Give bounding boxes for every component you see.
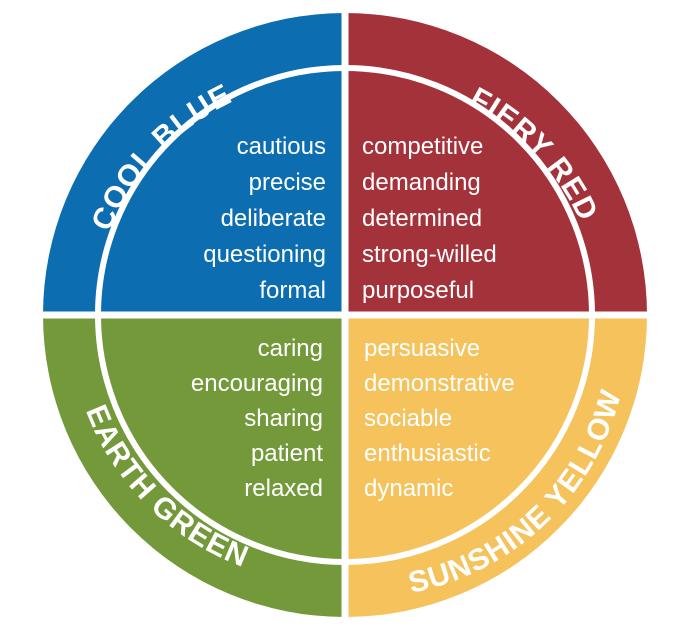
word-demanding: demanding	[362, 169, 481, 196]
word-determined: determined	[362, 205, 482, 232]
word-sociable: sociable	[364, 405, 452, 432]
word-purposeful: purposeful	[362, 277, 474, 304]
quadrant-sunshine-yellow	[345, 315, 647, 617]
word-persuasive: persuasive	[364, 335, 480, 362]
word-demonstrative: demonstrative	[364, 370, 515, 397]
word-strong-willed: strong-willed	[362, 241, 497, 268]
quadrant-fiery-red	[345, 13, 647, 315]
word-enthusiastic: enthusiastic	[364, 440, 491, 467]
word-cautious: cautious	[237, 133, 326, 160]
word-dynamic: dynamic	[364, 475, 453, 502]
word-caring: caring	[258, 335, 323, 362]
word-deliberate: deliberate	[221, 205, 326, 232]
quadrant-earth-green	[43, 315, 345, 617]
word-sharing: sharing	[244, 405, 323, 432]
quadrant-cool-blue	[43, 13, 345, 315]
word-patient: patient	[251, 440, 323, 467]
word-formal: formal	[259, 277, 326, 304]
word-encouraging: encouraging	[191, 370, 323, 397]
word-competitive: competitive	[362, 133, 483, 160]
word-precise: precise	[249, 169, 326, 196]
word-questioning: questioning	[203, 241, 326, 268]
word-relaxed: relaxed	[244, 475, 323, 502]
